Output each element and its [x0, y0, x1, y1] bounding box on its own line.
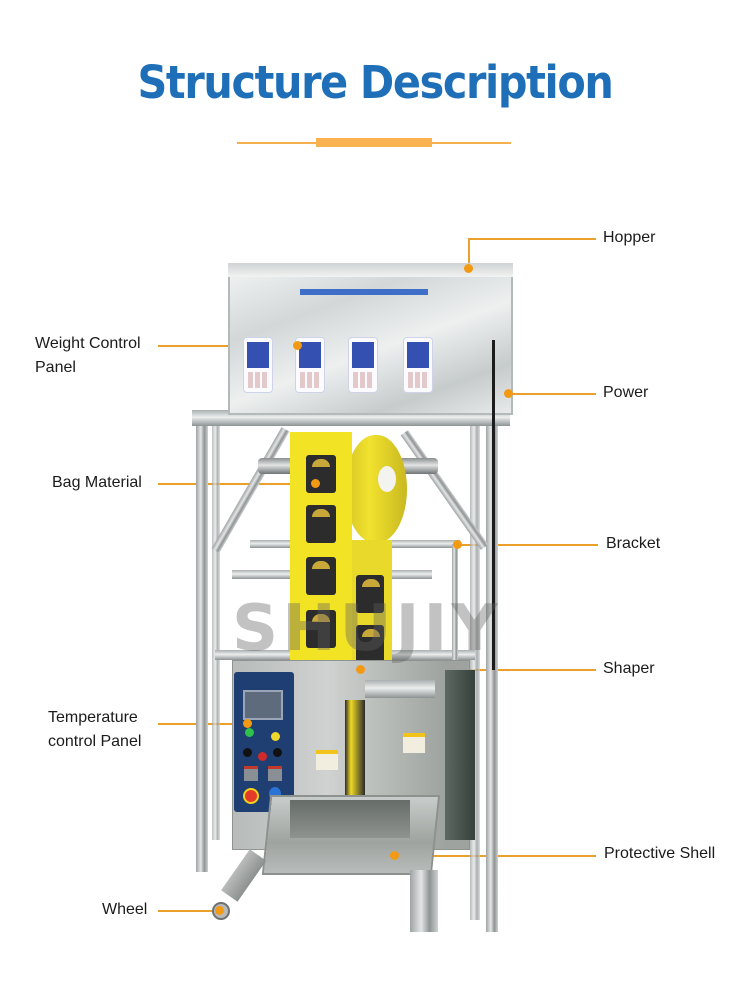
weight-panel-4: [403, 337, 433, 393]
callout-dot-hopper: [464, 264, 473, 273]
callout-dot-bag-material: [311, 479, 320, 488]
callout-dot-shaper: [356, 665, 365, 674]
film-print: [356, 575, 384, 613]
hopper-lid: [228, 263, 513, 277]
warning-label: [316, 750, 338, 770]
weight-panel-3: [348, 337, 378, 393]
wheel-arm: [221, 849, 267, 902]
film-print: [306, 505, 336, 543]
start-button: [245, 728, 254, 737]
frame-post-right: [486, 412, 498, 932]
frame-post-left-inner: [212, 420, 220, 840]
callout-label-bracket: Bracket: [606, 535, 661, 552]
callout-label-temperature-control-panel: Temperature control Panel: [48, 709, 142, 750]
film-print: [306, 455, 336, 493]
film-roll-core: [378, 466, 396, 492]
frame-post-left: [196, 412, 208, 872]
callout-line-power: [508, 393, 596, 395]
brand-watermark: SHUJIY: [232, 592, 502, 666]
frame-post-right-inner: [470, 420, 480, 920]
hopper-sign-strip: [300, 289, 428, 295]
film-roll: [345, 435, 407, 543]
temperature-meter: [244, 766, 258, 781]
tray-interior: [290, 800, 410, 838]
selector-knob: [273, 748, 282, 757]
page-title: Structure Description: [137, 56, 613, 109]
callout-dot-power: [504, 389, 513, 398]
callout-label-power: Power: [603, 384, 649, 401]
film-print: [306, 610, 336, 648]
callout-dot-weight-control-panel: [293, 341, 302, 350]
shaper-collar: [365, 680, 435, 698]
film-print: [306, 557, 336, 595]
temperature-control-panel: [234, 672, 294, 812]
indicator-yellow: [271, 732, 280, 741]
callout-label-weight-control-panel: Weight Control Panel: [35, 335, 141, 376]
power-cable: [492, 340, 495, 670]
callout-line-bag-material: [158, 483, 316, 485]
temperature-meter: [268, 766, 282, 781]
bracket-post: [452, 544, 458, 684]
callout-label-protective-shell: Protective Shell: [604, 845, 716, 862]
callout-line-wheel: [158, 910, 220, 912]
callout-label-hopper: Hopper: [603, 229, 656, 246]
selector-knob: [243, 748, 252, 757]
callout-line-bracket: [457, 544, 598, 546]
base-leg-right: [410, 870, 438, 932]
main-power-switch: [243, 788, 259, 804]
callout-label-wheel: Wheel: [102, 901, 148, 918]
callout-line-hopper-vertical: [468, 238, 470, 268]
control-touchscreen: [243, 690, 283, 720]
title-divider-accent: [316, 138, 432, 147]
callout-dot-temperature-control-panel: [243, 719, 252, 728]
frame-diagonal-left: [211, 427, 290, 553]
callout-label-shaper: Shaper: [603, 660, 655, 677]
callout-label-bag-material: Bag Material: [52, 474, 142, 491]
weight-panel-1: [243, 337, 273, 393]
callout-dot-wheel: [215, 906, 224, 915]
warning-label: [403, 733, 425, 753]
callout-dot-bracket: [453, 540, 462, 549]
stop-button: [258, 752, 267, 761]
callout-dot-protective-shell: [390, 851, 399, 860]
callout-line-hopper: [468, 238, 596, 240]
film-print: [356, 625, 384, 663]
cabinet-side-vent: [445, 670, 475, 840]
